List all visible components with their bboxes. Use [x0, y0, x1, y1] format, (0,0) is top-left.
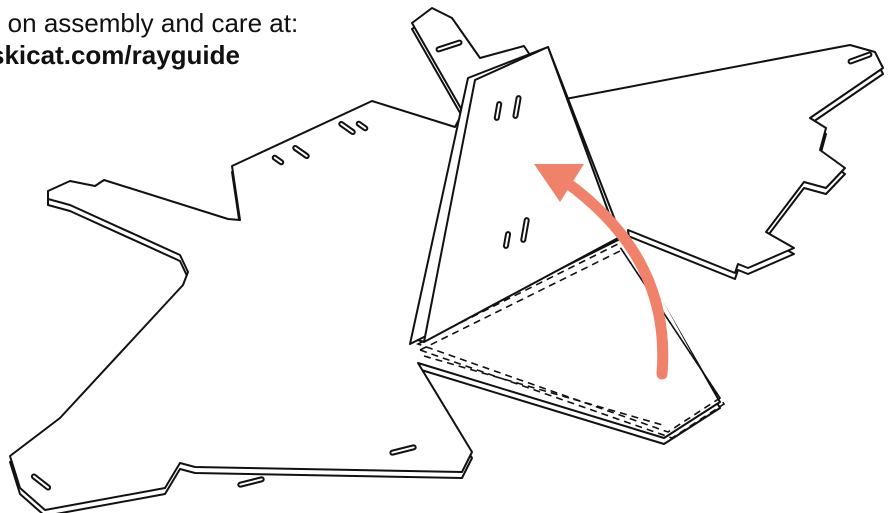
body-slot	[238, 477, 264, 487]
caption-url: skicat.com/rayguide	[0, 39, 298, 71]
caption-line-1: o on assembly and care at:	[0, 7, 298, 39]
assembly-caption: o on assembly and care at: skicat.com/ra…	[0, 7, 298, 71]
